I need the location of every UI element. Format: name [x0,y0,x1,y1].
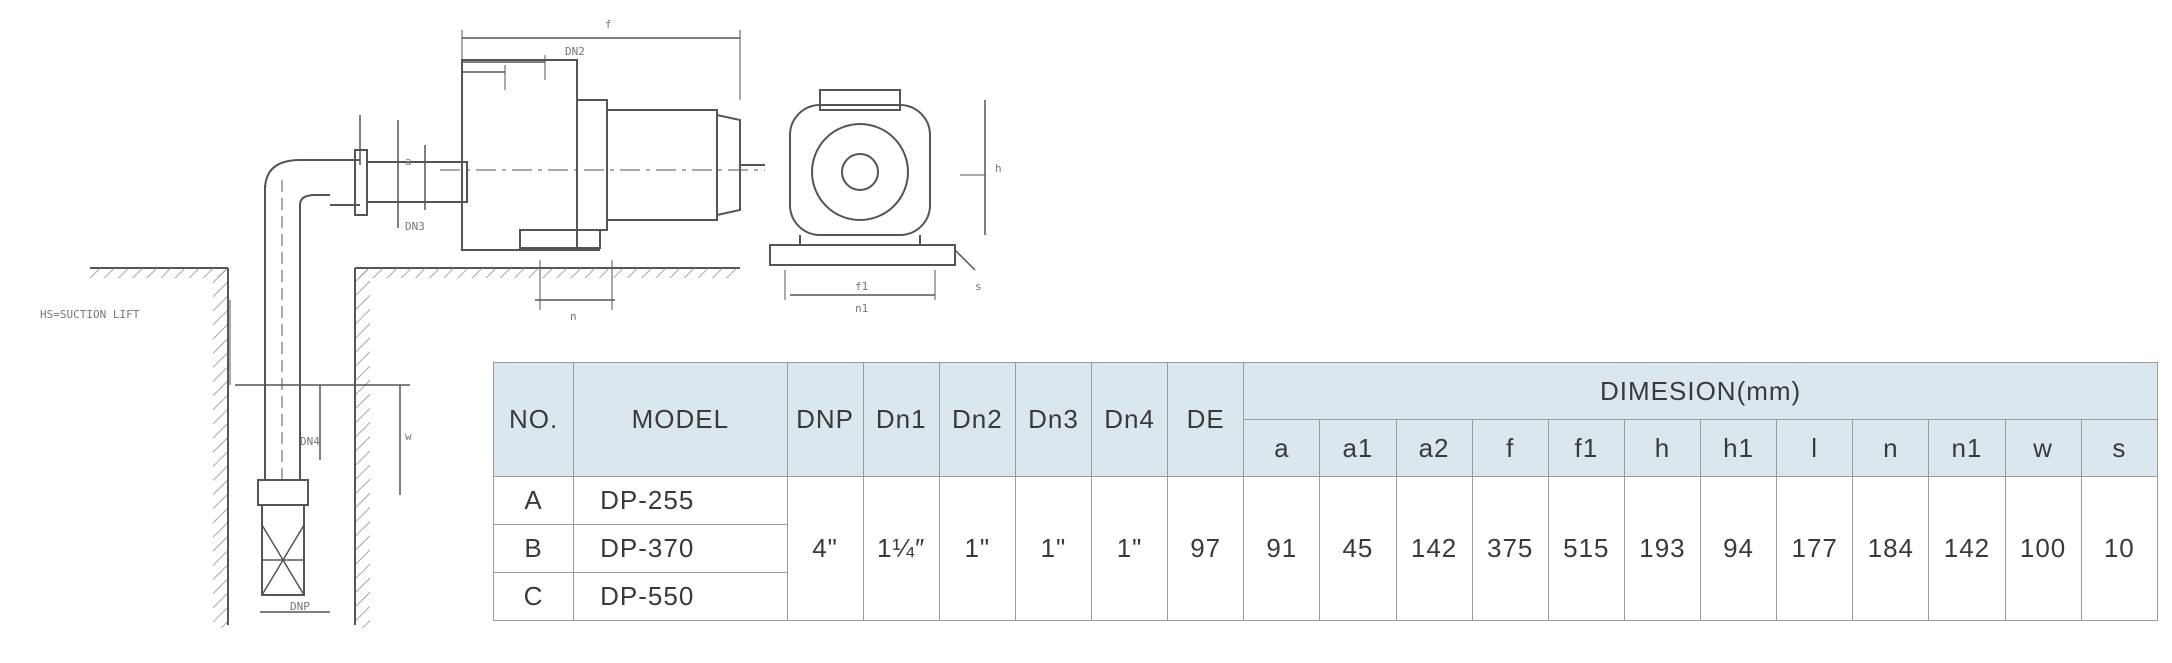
header-dim-w: w [2004,419,2082,477]
header-dim-h: h [1623,419,1702,477]
header-no: NO. [492,362,575,477]
h-tag: h [995,162,1002,175]
table-header: NO. MODEL DNP Dn1 Dn2 Dn3 Dn4 DE DIMESIO… [492,362,2159,477]
w-tag: w [405,430,412,443]
cell-dn1: 1¼″ [862,476,940,621]
row-no: C [492,572,575,621]
header-dn3: Dn3 [1014,362,1093,477]
header-dimension-group: DIMESION(mm) [1243,362,2158,420]
cell-dim-l: 177 [1776,476,1854,621]
cell-dim-f1: 515 [1547,476,1625,621]
header-dim-s: s [2080,419,2159,477]
header-dim-l: l [1776,419,1854,477]
header-dim-h1: h1 [1699,419,1778,477]
table-row: A DP-255 4" 1¼″ 1" 1" 1" 97 91 45 142 37… [492,476,2159,621]
cell-dn2: 1" [938,476,1016,621]
header-dim-a1: a1 [1319,419,1397,477]
f1-tag: f1 [855,280,868,293]
pump-installation-drawing: HS=SUCTION LIFT DNP DN2 DN3 DN4 f n h a … [40,18,1002,628]
dn4-tag: DN4 [300,435,320,448]
row-no: B [492,524,575,573]
cell-dim-n: 184 [1852,476,1930,621]
cell-dnp: 4" [786,476,864,621]
row-model: DP-550 [573,572,788,621]
cell-dim-h1: 94 [1699,476,1778,621]
dimension-table: NO. MODEL DNP Dn1 Dn2 Dn3 Dn4 DE DIMESIO… [492,362,2159,621]
cell-dim-n1: 142 [1928,476,2006,621]
header-dim-a: a [1243,419,1321,477]
cell-dim-f: 375 [1471,476,1549,621]
header-de: DE [1167,362,1245,477]
header-dim-n1: n1 [1928,419,2006,477]
s-tag: s [975,280,982,293]
cell-dim-s: 10 [2080,476,2159,621]
header-dim-a2: a2 [1395,419,1473,477]
header-dim-f: f [1471,419,1549,477]
suction-lift-label: HS=SUCTION LIFT [40,308,140,321]
row-no: A [492,476,575,525]
cell-dim-w: 100 [2004,476,2082,621]
cell-dim-a2: 142 [1395,476,1473,621]
header-dim-f1: f1 [1547,419,1625,477]
cell-de: 97 [1167,476,1245,621]
header-dim-n: n [1852,419,1930,477]
cell-dim-h: 193 [1623,476,1702,621]
row-model: DP-255 [573,476,788,525]
cell-dn4: 1" [1090,476,1169,621]
header-model: MODEL [573,362,788,477]
header-dnp: DNP [786,362,864,477]
dn2-tag: DN2 [565,45,585,58]
row-model: DP-370 [573,524,788,573]
cell-dim-a: 91 [1243,476,1321,621]
table-row: C DP-550 [492,572,2158,621]
dn3-tag: DN3 [405,220,425,233]
table-body: A DP-255 4" 1¼″ 1" 1" 1" 97 91 45 142 37… [492,476,2159,621]
header-dn4: Dn4 [1090,362,1169,477]
f-tag: f [605,18,612,31]
n-tag: n [570,310,577,323]
cell-dn3: 1" [1014,476,1093,621]
a-tag: a [405,155,412,168]
cell-dim-a1: 45 [1319,476,1397,621]
header-dn1: Dn1 [862,362,940,477]
header-dn2: Dn2 [938,362,1016,477]
dnp-tag: DNP [290,600,310,613]
table-row: B DP-370 [492,524,2158,573]
n1-tag: n1 [855,302,868,315]
